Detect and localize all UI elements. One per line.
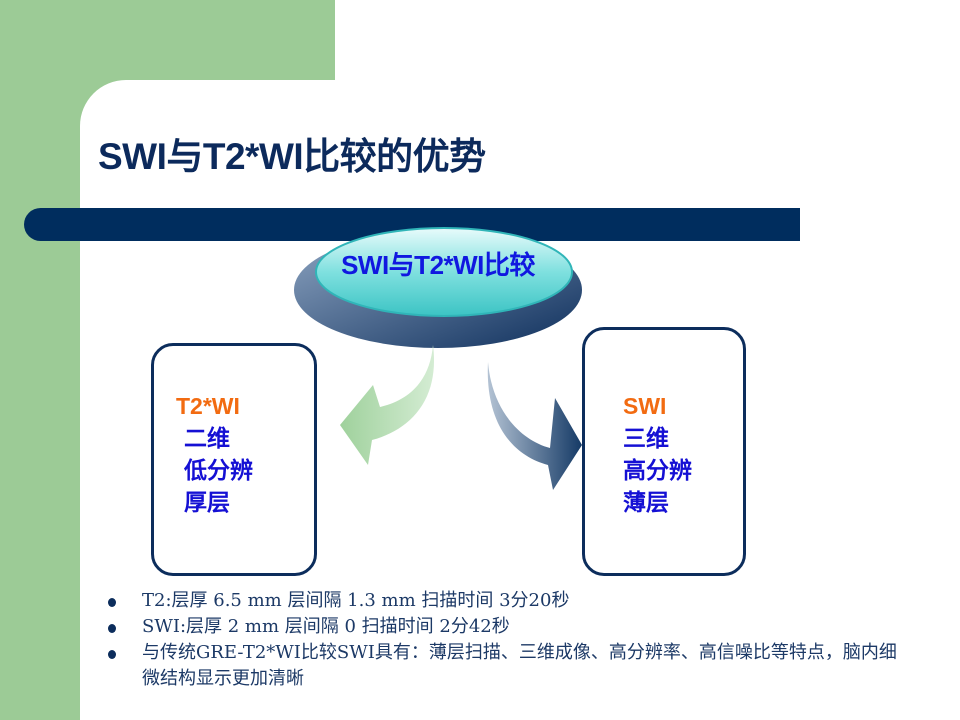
right-arrow-icon: [487, 362, 582, 490]
swi-item: 三维: [623, 425, 669, 451]
left-arrow-icon: [340, 345, 435, 465]
bullet-item: SWI:层厚 2 mm 层间隔 0 扫描时间 2分42秒: [108, 614, 898, 640]
swi-item: 薄层: [623, 489, 669, 515]
swi-item: 高分辨: [623, 457, 692, 483]
swi-box: SWI 三维 高分辨 薄层: [582, 327, 746, 576]
t2wi-item: 厚层: [184, 489, 230, 515]
center-ellipse-shape: [294, 227, 582, 348]
t2wi-item: 低分辨: [184, 457, 253, 483]
t2wi-item: 二维: [184, 425, 230, 451]
center-label: SWI与T2*WI比较: [341, 250, 535, 280]
bullet-item: T2:层厚 6.5 mm 层间隔 1.3 mm 扫描时间 3分20秒: [108, 588, 898, 614]
swi-heading: SWI: [623, 393, 667, 419]
t2wi-box: T2*WI 二维 低分辨 厚层: [151, 343, 317, 576]
t2wi-heading: T2*WI: [176, 393, 240, 419]
bullet-list: T2:层厚 6.5 mm 层间隔 1.3 mm 扫描时间 3分20秒 SWI:层…: [108, 588, 898, 692]
bullet-item: 与传统GRE-T2*WI比较SWI具有：薄层扫描、三维成像、高分辨率、高信噪比等…: [108, 640, 898, 692]
background-white-top: [335, 0, 960, 80]
slide-title: SWI与T2*WI比较的优势: [98, 136, 486, 177]
